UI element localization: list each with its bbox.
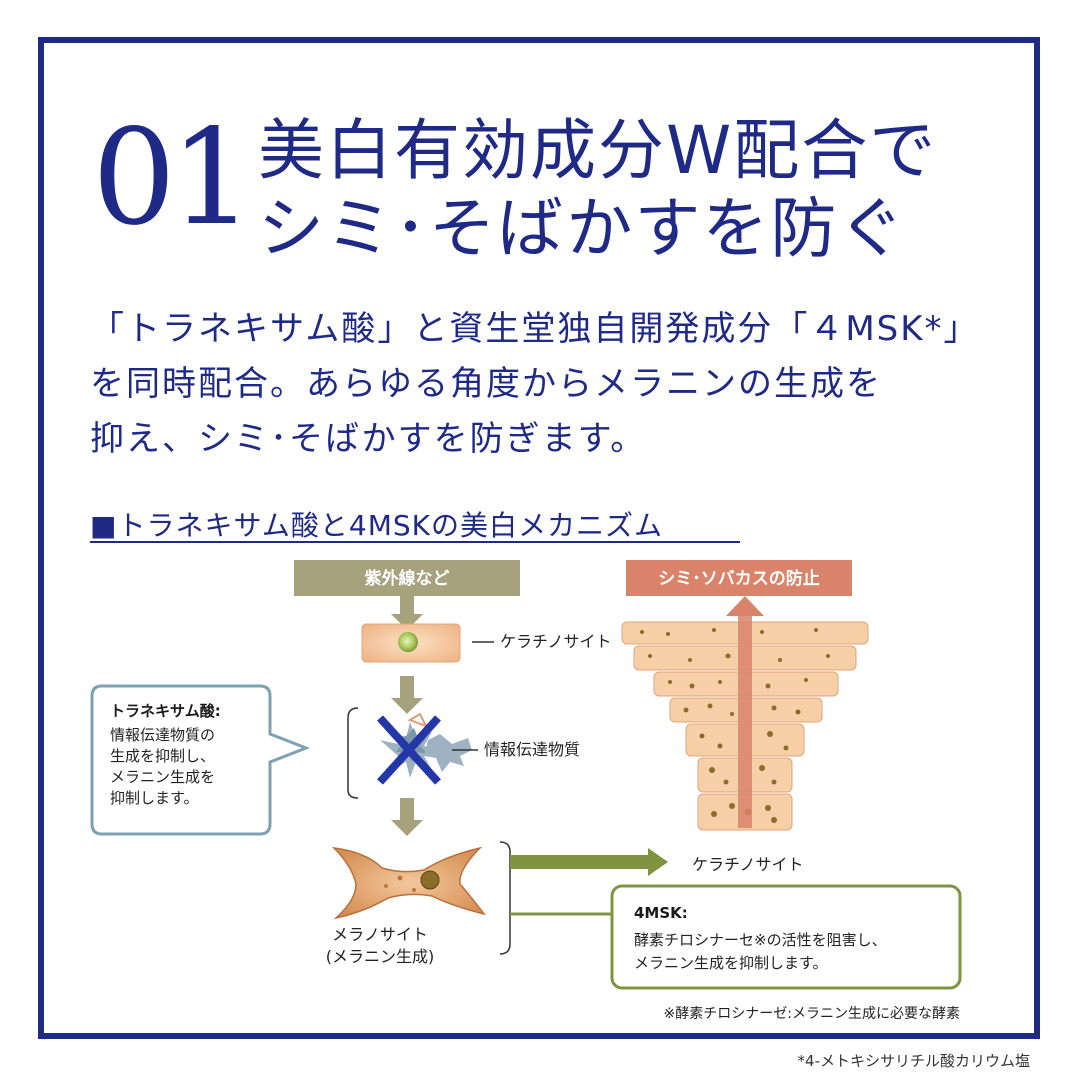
tranexamic-line-4: 抑制します。: [110, 789, 199, 807]
tranexamic-title: トラネキサム酸:: [110, 702, 221, 720]
section-title: ■トラネキサム酸と4MSKの美白メカニズム: [90, 509, 664, 542]
arrow-down-3: [391, 798, 423, 836]
messenger-label: 情報伝達物質: [484, 740, 580, 759]
content-frame: [38, 37, 1040, 1039]
prevention-label: シミ･ソバカスの防止: [658, 568, 820, 589]
section-underline: [90, 541, 740, 543]
tranexamic-line-3: メラニン生成を: [110, 768, 215, 786]
keratinocyte-label-2: ケラチノサイト: [692, 855, 804, 874]
section-number: 01: [92, 101, 254, 255]
keratinocyte-label: ケラチノサイト: [500, 632, 612, 651]
headline-line-1: 美白有効成分W配合で: [258, 112, 938, 189]
transfer-arrow: [510, 848, 668, 876]
uv-box: 紫外線など: [294, 560, 520, 596]
lead-line-2: を同時配合。あらゆる角度からメラニンの生成を: [90, 364, 882, 404]
messenger-bracket: [347, 707, 359, 799]
tranexamic-callout: トラネキサム酸: 情報伝達物質の 生成を抑制し、 メラニン生成を 抑制します。: [90, 684, 311, 836]
msk-line-2: メラニン生成を抑制します。: [634, 954, 828, 972]
mechanism-diagram: 紫外線など ケラチノサイト 情報伝達物質 トラネキサム酸: 情報伝達物質の 生成…: [90, 560, 962, 1022]
lead-line-1: 「トラネキサム酸」と資生堂独自開発成分「４MSK*」: [90, 309, 980, 349]
msk-line-1: 酵素チロシナーセ※の活性を阻害し、: [634, 931, 887, 949]
melanocyte-label-1: メラノサイト: [332, 925, 428, 944]
lead-line-3: 抑え、シミ･そばかすを防ぎます。: [90, 419, 647, 459]
footnote: *4-メトキシサリチル酸カリウム塩: [797, 1052, 1030, 1070]
prevention-box: シミ･ソバカスの防止: [626, 560, 852, 596]
headline: 美白有効成分W配合で シミ･そばかすを防ぐ: [258, 112, 937, 268]
enzyme-note: ※酵素チロシナーゼ:メラニン生成に必要な酵素: [664, 1006, 960, 1022]
arrow-down-2: [391, 676, 423, 714]
lead-paragraph: 「トラネキサム酸」と資生堂独自開発成分「４MSK*」 を同時配合。あらゆる角度か…: [90, 302, 980, 467]
keratinocyte-cell: [361, 623, 461, 663]
melanocyte-label-2: (メラニン生成): [326, 947, 435, 966]
melanocyte-bracket: [499, 841, 511, 955]
melanocyte-cell: [331, 846, 486, 920]
messenger-substance-icon: [377, 712, 472, 785]
msk-title: 4MSK:: [634, 904, 688, 922]
arrow-down-1: [391, 596, 423, 630]
upward-arrow: [726, 596, 764, 828]
headline-line-2: シミ･そばかすを防ぐ: [258, 190, 907, 267]
uv-label: 紫外線など: [365, 568, 450, 589]
tranexamic-line-2: 生成を抑制し、: [110, 747, 215, 765]
tranexamic-line-1: 情報伝達物質の: [110, 726, 215, 744]
msk-callout: 4MSK: 酵素チロシナーセ※の活性を阻害し、 メラニン生成を抑制します。: [610, 884, 962, 990]
